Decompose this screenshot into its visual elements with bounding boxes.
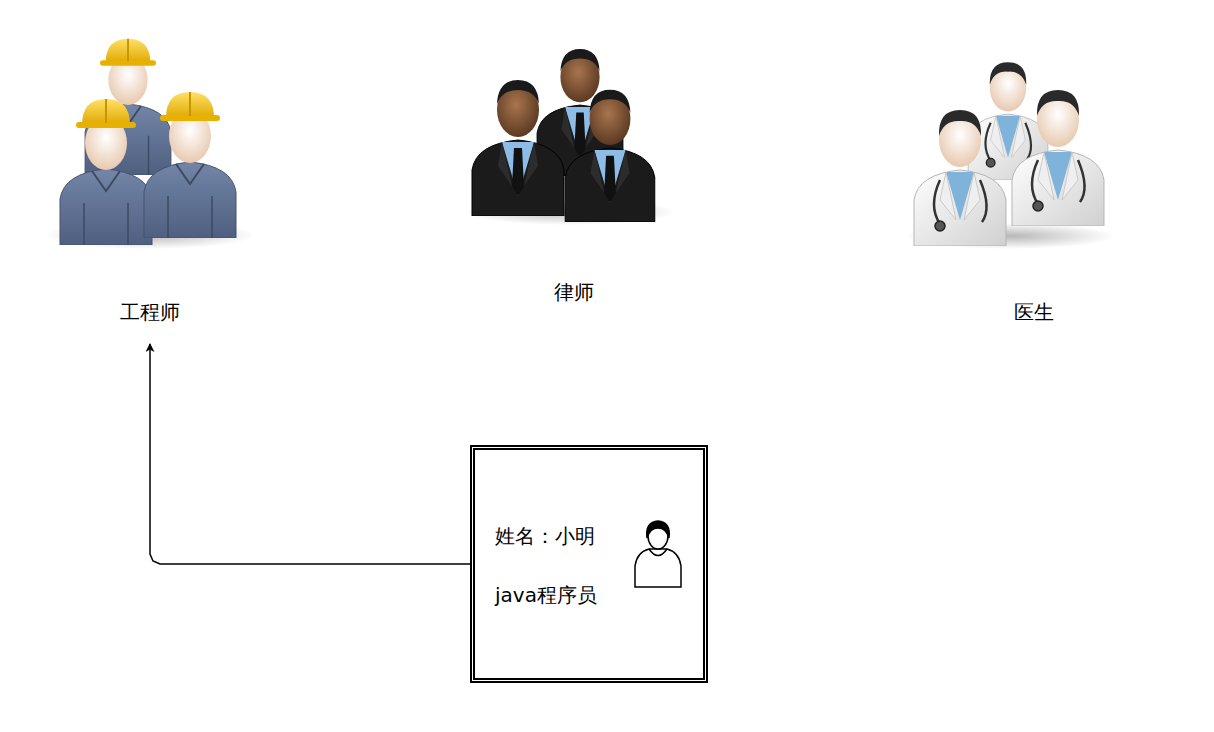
engineer-figures — [45, 39, 255, 249]
arrow-connector — [150, 344, 470, 564]
group-label: 律师 — [554, 280, 594, 304]
card-text: java程序员 — [495, 583, 597, 607]
lawyer-label: 律师 — [550, 278, 598, 306]
person-icon — [635, 521, 681, 587]
doctor-label: 医生 — [1010, 298, 1058, 326]
lawyer-figures — [465, 49, 675, 225]
doctor-figures — [905, 62, 1115, 249]
card-text: 姓名：小明 — [495, 524, 595, 548]
group-label: 医生 — [1014, 300, 1054, 324]
engineer-label: 工程师 — [116, 298, 184, 326]
group-label: 工程师 — [120, 300, 180, 324]
person-card: 姓名：小明 java程序员 — [470, 445, 708, 683]
